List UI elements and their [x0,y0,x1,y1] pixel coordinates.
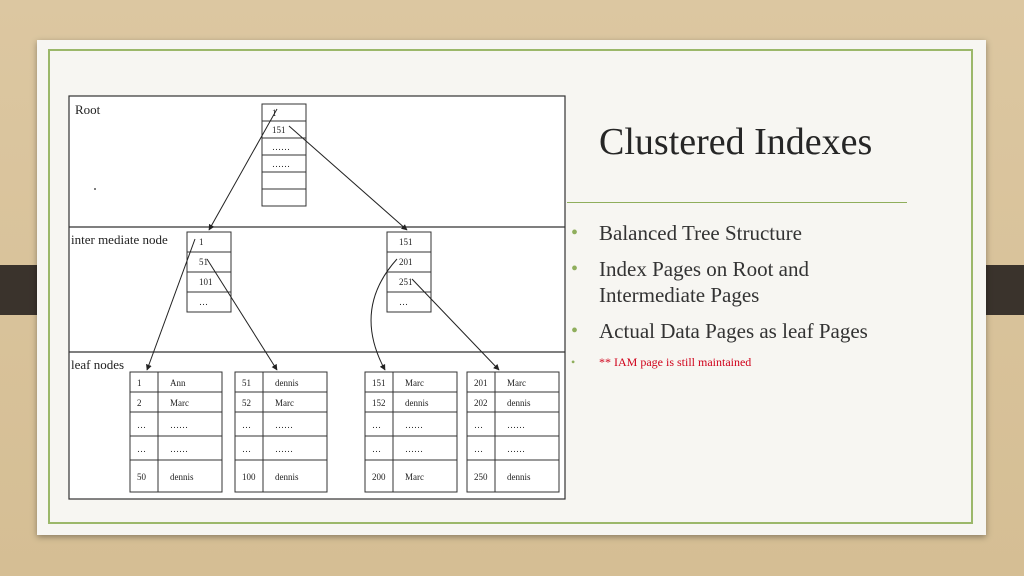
leaf-key: 151 [372,378,386,388]
leaf-value: dennis [170,472,194,482]
leaf-value: Marc [405,378,424,388]
root-key: …… [272,142,290,152]
bullet-list: • Balanced Tree Structure • Index Pages on… [569,220,909,380]
bullet-item-note: • ** IAM page is still maintained [569,354,909,370]
leaf-key: … [474,420,483,430]
intermediate-key: 151 [399,237,413,247]
pointer-arrow [288,125,408,231]
stray-mark [94,188,96,190]
intermediate-key: … [199,297,208,307]
leaf-value: dennis [507,472,531,482]
bullet-text: Index Pages on Root and Intermediate Pag… [599,257,809,307]
leaf-key: 200 [372,472,386,482]
leaf-value: Marc [405,472,424,482]
leaf-value: …… [507,420,525,430]
pointer-arrow [208,108,278,231]
leaf-key: 152 [372,398,386,408]
leaf-value: Marc [170,398,189,408]
leaf-value: …… [507,444,525,454]
bullet-item: • Balanced Tree Structure [569,220,909,246]
root-key: 151 [272,125,286,135]
leaf-value: Marc [275,398,294,408]
intermediate-key: 51 [199,257,208,267]
leaf-key: 201 [474,378,488,388]
leaf-value: …… [170,444,188,454]
leaf-value: dennis [507,398,531,408]
intermediate-key: 1 [199,237,204,247]
leaf-value: …… [275,444,293,454]
leaf-key: … [137,444,146,454]
pointer-arrow [370,258,398,371]
leaf-key: … [372,420,381,430]
leaf-value: …… [275,420,293,430]
root-key: …… [272,159,290,169]
leaf-key: … [474,444,483,454]
intermediate-key: 101 [199,277,213,287]
bullet-dot-icon: • [571,258,579,280]
leaf-key: 2 [137,398,142,408]
leaf-key: 50 [137,472,147,482]
leaf-key: … [242,444,251,454]
leaf-key: 1 [137,378,142,388]
leaf-key: 52 [242,398,251,408]
leaf-key: 250 [474,472,488,482]
leaf-key: 51 [242,378,251,388]
intermediate-key: … [399,297,408,307]
leaf-value: …… [405,444,423,454]
pointer-arrow [206,258,278,371]
slide-title: Clustered Indexes [599,121,873,163]
bullet-dot-icon: • [571,355,576,369]
leaf-value: …… [405,420,423,430]
note-text: ** IAM page is still maintained [599,355,752,369]
level-label-root: Root [75,102,101,117]
leaf-value: dennis [275,378,299,388]
leaf-value: dennis [275,472,299,482]
leaf-value: dennis [405,398,429,408]
bullet-text: Actual Data Pages as leaf Pages [599,319,868,343]
leaf-key: 202 [474,398,488,408]
leaf-value: Ann [170,378,186,388]
title-underline [567,202,907,203]
pointer-arrow [411,278,500,371]
bullet-item: • Index Pages on Root and Intermediate Pa… [569,256,909,308]
bullet-text: Balanced Tree Structure [599,221,802,245]
level-label-leaf: leaf nodes [71,357,124,372]
pointer-arrow [146,238,196,371]
leaf-key: 100 [242,472,256,482]
leaf-value: …… [170,420,188,430]
level-label-intermediate: inter mediate node [71,232,168,247]
leaf-key: … [137,420,146,430]
bullet-dot-icon: • [571,320,579,342]
leaf-value: Marc [507,378,526,388]
intermediate-key: 251 [399,277,413,287]
leaf-key: … [372,444,381,454]
intermediate-key: 201 [399,257,413,267]
bullet-dot-icon: • [571,222,579,244]
bullet-item: • Actual Data Pages as leaf Pages [569,318,909,344]
leaf-key: … [242,420,251,430]
